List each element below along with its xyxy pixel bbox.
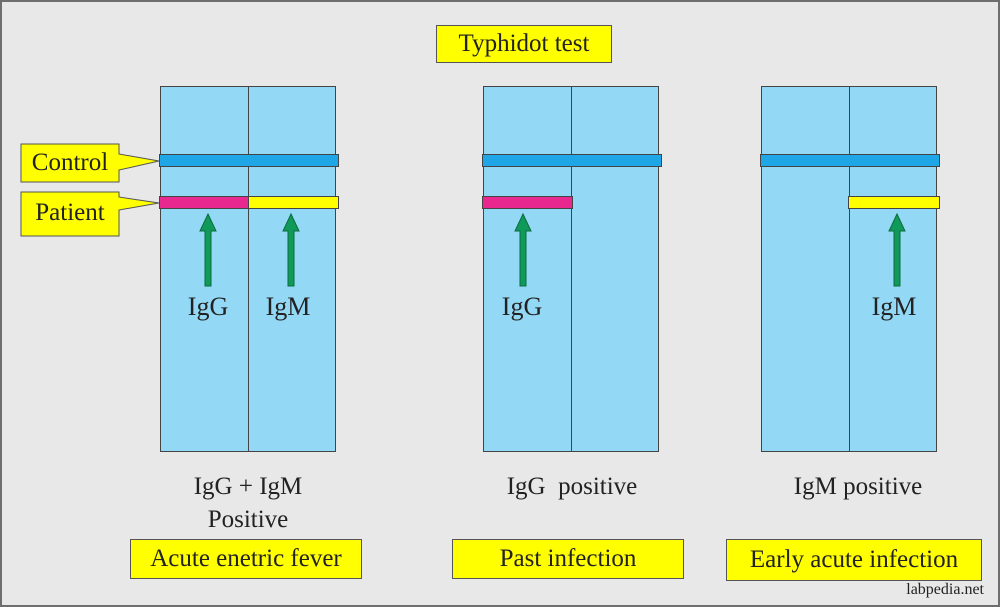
result-line: IgG + IgM (193, 473, 303, 500)
igm-arrow-icon (282, 213, 300, 287)
igm-band (248, 196, 339, 209)
igm-label: IgM (871, 292, 917, 321)
igm-label: IgM (265, 292, 311, 321)
control-label: Control (31, 149, 109, 176)
control-callout (20, 143, 160, 183)
result-line: IgM positive (793, 473, 923, 500)
result-line: IgG positive (506, 473, 638, 500)
igg-band (482, 196, 573, 209)
result-text: IgM positive (738, 470, 978, 503)
igg-arrow-icon (199, 213, 217, 287)
igg-band (159, 196, 249, 209)
result-line: Positive (207, 506, 289, 533)
strip-divider (570, 87, 572, 451)
diagram-title: Typhidot test (436, 25, 612, 63)
strip-divider (848, 87, 850, 451)
control-band (760, 154, 940, 167)
interpretation-box: Past infection (452, 539, 684, 579)
test-strip-panel-1 (160, 86, 336, 452)
igm-arrow-icon (888, 213, 906, 287)
igg-label: IgG (501, 292, 543, 321)
control-band (482, 154, 662, 167)
interpretation-box: Early acute infection (726, 539, 982, 581)
test-strip-panel-2 (483, 86, 659, 452)
patient-label: Patient (35, 199, 105, 226)
result-text: IgG positive (452, 470, 692, 503)
strip-divider (247, 87, 249, 451)
igm-band (848, 196, 940, 209)
igg-label: IgG (187, 292, 229, 321)
igg-arrow-icon (514, 213, 532, 287)
result-text: IgG + IgM Positive (128, 470, 368, 536)
interpretation-box: Acute enetric fever (130, 539, 362, 579)
test-strip-panel-3 (761, 86, 937, 452)
control-band (159, 154, 339, 167)
source-credit: labpedia.net (906, 581, 984, 598)
patient-callout (20, 191, 160, 237)
